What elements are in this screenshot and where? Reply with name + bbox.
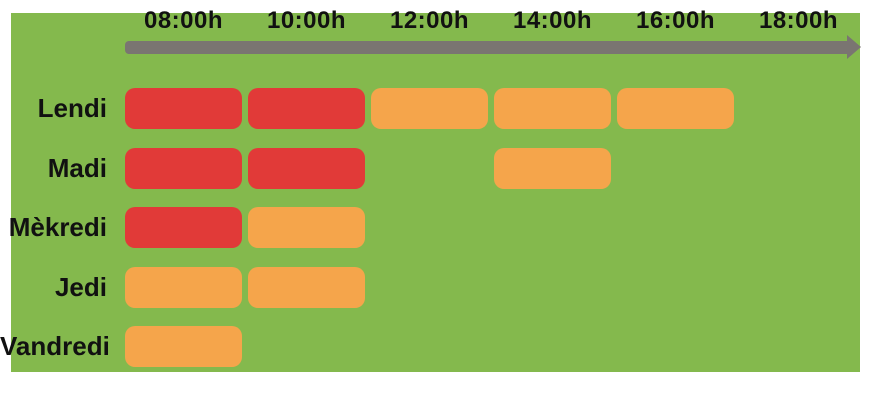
schedule-bar-red [125,207,242,248]
schedule-bar-orange [248,207,365,248]
time-tick-label: 08:00h [143,7,224,34]
row-label: Jedi [54,271,107,302]
timeline-arrow-head-icon [847,35,861,59]
schedule-bar-orange [494,88,611,129]
schedule-bar-orange [617,88,734,129]
timeline-arrow-body [125,41,847,54]
time-tick-label: 16:00h [635,7,716,34]
schedule-bar-orange [125,266,242,308]
chart-background-panel [11,13,860,372]
schedule-bar-orange [494,147,611,189]
schedule-bar-orange [371,88,488,129]
row-label: Madi [47,152,107,183]
schedule-row: Mèkredi [0,207,880,248]
schedule-row: Vandredi [0,326,880,367]
schedule-row: Madi [0,147,880,189]
time-tick-label: 10:00h [266,7,347,34]
schedule-bar-red [125,88,242,129]
time-tick-label: 18:00h [758,7,839,34]
row-label: Vandredi [0,331,110,361]
schedule-bar-orange [248,266,365,308]
time-tick-label: 12:00h [389,7,470,34]
time-tick-label: 14:00h [512,7,593,34]
schedule-bar-red [248,88,365,129]
schedule-bar-red [125,147,242,189]
schedule-bar-orange [125,326,242,367]
schedule-bar-red [248,147,365,189]
schedule-row: Jedi [0,266,880,308]
row-label: Lendi [37,93,107,123]
row-label: Mèkredi [8,212,107,242]
schedule-row: Lendi [0,88,880,129]
